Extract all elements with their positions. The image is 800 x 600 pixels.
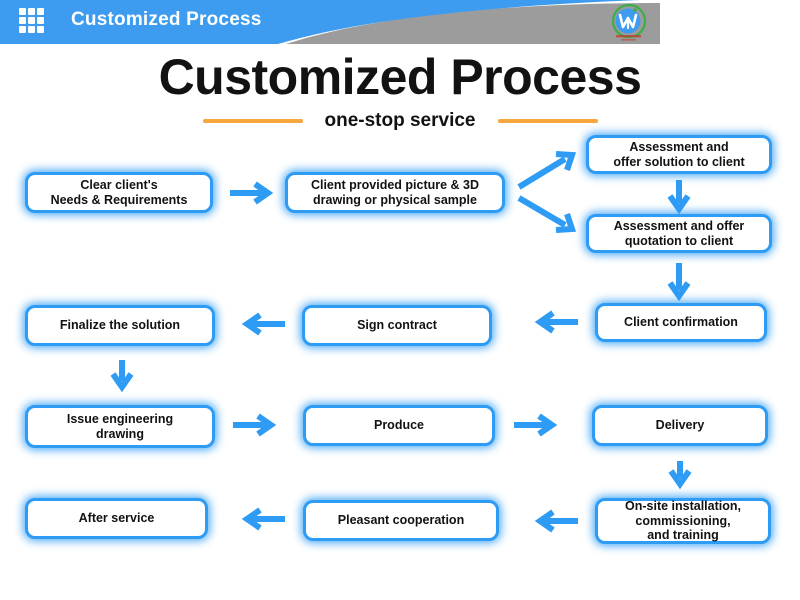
flow-node-clear-client-needs[interactable]: Clear client's Needs & Requirements: [25, 172, 213, 213]
subtitle-rule-right: [497, 119, 598, 123]
app-header: Customized Process: [0, 0, 660, 44]
arrow-needs-to-material: [230, 181, 274, 205]
header-background: [0, 0, 660, 44]
grid-cell: [37, 26, 44, 33]
grid-cell: [19, 26, 26, 33]
arrow-finalize-to-drawing: [110, 360, 134, 393]
arrow-produce-to-delivery: [514, 413, 558, 437]
arrow-contract-to-finalize: [241, 312, 285, 336]
grid-cell: [37, 8, 44, 15]
company-logo-icon: [611, 3, 647, 41]
subtitle-text: one-stop service: [324, 110, 476, 131]
flow-node-assessment-solution[interactable]: Assessment and offer solution to client: [586, 135, 772, 174]
arrow-solution-to-quotation: [667, 180, 691, 215]
arrow-drawing-to-produce: [233, 413, 277, 437]
arrow-confirmation-to-contract: [534, 310, 578, 334]
flow-node-client-provided-material[interactable]: Client provided picture & 3D drawing or …: [285, 172, 505, 213]
flow-node-issue-engineering-drawing[interactable]: Issue engineering drawing: [25, 405, 215, 448]
subtitle-row: one-stop service: [0, 110, 800, 132]
grid-cell: [28, 17, 35, 24]
flow-node-produce[interactable]: Produce: [303, 405, 495, 446]
page-title: Customized Process: [158, 49, 642, 105]
grid-cell: [28, 26, 35, 33]
grid-cell: [28, 8, 35, 15]
arrow-onsite-to-cooperation: [534, 509, 578, 533]
flow-node-after-service[interactable]: After service: [25, 498, 208, 539]
arrow-material-to-quotation: [517, 195, 577, 233]
flow-node-assessment-quotation[interactable]: Assessment and offer quotation to client: [586, 214, 772, 253]
flow-node-finalize-solution[interactable]: Finalize the solution: [25, 305, 215, 346]
subtitle-rule-left: [202, 119, 303, 123]
flow-node-sign-contract[interactable]: Sign contract: [302, 305, 492, 346]
grid-cell: [37, 17, 44, 24]
flow-node-pleasant-cooperation[interactable]: Pleasant cooperation: [303, 500, 499, 541]
flow-node-delivery[interactable]: Delivery: [592, 405, 768, 446]
arrow-delivery-to-onsite: [668, 461, 692, 490]
flow-node-client-confirmation[interactable]: Client confirmation: [595, 303, 767, 342]
grid-cell: [19, 17, 26, 24]
arrow-quotation-to-confirmation: [667, 263, 691, 302]
arrow-cooperation-to-after: [241, 507, 285, 531]
grid-menu-icon[interactable]: [19, 8, 47, 36]
grid-cell: [19, 8, 26, 15]
header-title: Customized Process: [71, 9, 262, 30]
arrow-material-to-solution: [517, 151, 577, 190]
flow-node-onsite-installation[interactable]: On-site installation, commissioning, and…: [595, 498, 771, 544]
